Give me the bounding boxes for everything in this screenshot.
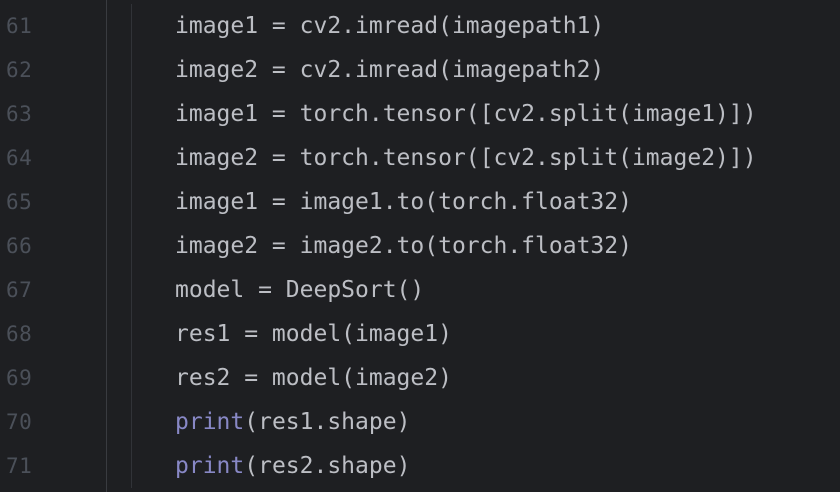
line-number: 69 xyxy=(6,366,33,390)
code-text[interactable]: print(res1.shape) xyxy=(175,400,410,444)
indent-guide xyxy=(131,180,132,224)
code-line[interactable]: 71 print(res2.shape) xyxy=(0,444,840,488)
code-text[interactable]: res2 = model(image2) xyxy=(175,365,452,391)
code-text[interactable]: res1 = model(image1) xyxy=(175,321,452,347)
code-rest[interactable]: (res2.shape) xyxy=(244,453,411,479)
line-number: 68 xyxy=(6,322,33,346)
builtin-keyword[interactable]: print xyxy=(175,409,245,435)
code-line[interactable]: 66 image2 = image2.to(torch.float32) xyxy=(0,224,840,268)
code-text[interactable]: print(res2.shape) xyxy=(175,444,410,488)
line-number: 62 xyxy=(6,58,33,82)
indent-guide xyxy=(131,136,132,180)
indent-guide xyxy=(131,224,132,268)
code-text[interactable]: image1 = torch.tensor([cv2.split(image1)… xyxy=(175,101,757,127)
line-number: 65 xyxy=(6,190,33,214)
code-line[interactable]: 64 image2 = torch.tensor([cv2.split(imag… xyxy=(0,136,840,180)
code-text[interactable]: image2 = image2.to(torch.float32) xyxy=(175,233,632,259)
code-rest[interactable]: (res1.shape) xyxy=(244,409,411,435)
indent-guide xyxy=(131,48,132,92)
code-text[interactable]: model = DeepSort() xyxy=(175,277,425,303)
indent-guide xyxy=(131,92,132,136)
indent-guide xyxy=(131,4,132,48)
indent-guide xyxy=(131,444,132,488)
code-line[interactable]: 70 print(res1.shape) xyxy=(0,400,840,444)
line-number: 67 xyxy=(6,278,33,302)
line-number: 64 xyxy=(6,146,33,170)
line-number: 71 xyxy=(6,454,33,478)
code-text[interactable]: image2 = torch.tensor([cv2.split(image2)… xyxy=(175,145,757,171)
code-text[interactable]: image1 = cv2.imread(imagepath1) xyxy=(175,13,605,39)
code-line[interactable]: 67 model = DeepSort() xyxy=(0,268,840,312)
indent-guide xyxy=(131,356,132,400)
line-number: 66 xyxy=(6,234,33,258)
code-text[interactable]: image2 = cv2.imread(imagepath2) xyxy=(175,57,605,83)
code-text[interactable]: image1 = image1.to(torch.float32) xyxy=(175,189,632,215)
gutter-divider xyxy=(106,0,107,492)
line-number: 63 xyxy=(6,102,33,126)
code-line[interactable]: 69 res2 = model(image2) xyxy=(0,356,840,400)
code-line[interactable]: 63 image1 = torch.tensor([cv2.split(imag… xyxy=(0,92,840,136)
code-line[interactable]: 68 res1 = model(image1) xyxy=(0,312,840,356)
line-number: 61 xyxy=(6,14,33,38)
indent-guide xyxy=(131,312,132,356)
indent-guide xyxy=(131,268,132,312)
line-number: 70 xyxy=(6,410,33,434)
code-line[interactable]: 62 image2 = cv2.imread(imagepath2) xyxy=(0,48,840,92)
code-line[interactable]: 61 image1 = cv2.imread(imagepath1) xyxy=(0,4,840,48)
code-line[interactable]: 65 image1 = image1.to(torch.float32) xyxy=(0,180,840,224)
builtin-keyword[interactable]: print xyxy=(175,453,245,479)
indent-guide xyxy=(131,400,132,444)
